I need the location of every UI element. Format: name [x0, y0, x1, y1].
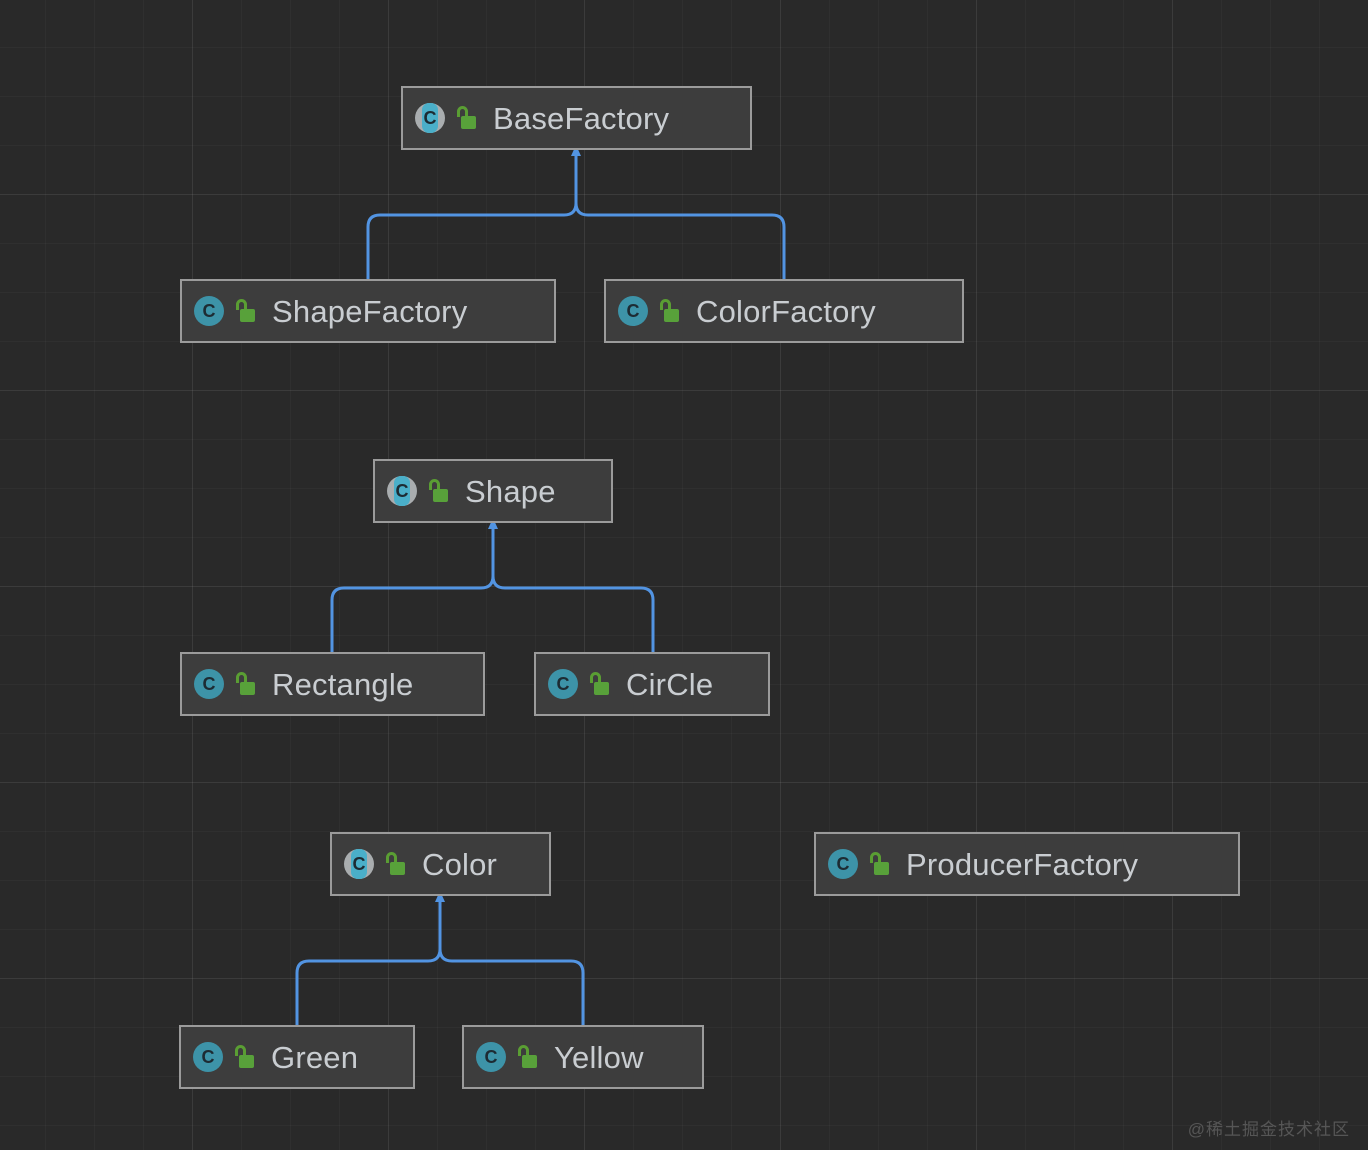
- unlock-icon-shackle: [235, 1045, 246, 1056]
- abstract-class-icon: C: [344, 849, 374, 879]
- unlock-icon-body: [522, 1055, 537, 1068]
- class-icon-letter: C: [836, 854, 850, 874]
- class-node-label: ProducerFactory: [906, 846, 1139, 882]
- class-icon-disc: [476, 1042, 506, 1072]
- class-node-label: Yellow: [554, 1039, 644, 1075]
- unlock-icon-body: [390, 862, 405, 875]
- class-icon-disc: [194, 296, 224, 326]
- class-icon-letter: C: [201, 1047, 215, 1067]
- class-node-label: CirCle: [626, 666, 714, 702]
- unlock-icon-body: [664, 309, 679, 322]
- edge-basefactory-group: [366, 145, 786, 279]
- unlock-icon: [516, 1044, 538, 1070]
- abstract-icon-inner: [394, 476, 410, 506]
- class-icon-disc: [618, 296, 648, 326]
- edge-rectangle-to-shape: [330, 565, 495, 652]
- watermark: @稀土掘金技术社区: [1187, 1120, 1350, 1139]
- class-icon: C: [618, 296, 648, 326]
- unlock-icon: [233, 1044, 255, 1070]
- unlock-icon-shackle: [590, 672, 601, 683]
- class-icon-letter: C: [626, 301, 640, 321]
- class-icon: C: [193, 1042, 223, 1072]
- class-node-producerfactory[interactable]: C ProducerFactory: [814, 832, 1240, 896]
- unlock-icon-body: [433, 489, 448, 502]
- unlock-icon-shackle: [660, 299, 671, 310]
- class-icon-letter: C: [352, 854, 366, 874]
- unlock-icon: [427, 478, 449, 504]
- unlock-icon: [588, 671, 610, 697]
- unlock-icon-body: [874, 862, 889, 875]
- class-node-shapefactory[interactable]: C ShapeFactory: [180, 279, 556, 343]
- class-node-yellow[interactable]: C Yellow: [462, 1025, 704, 1089]
- unlock-icon-body: [240, 309, 255, 322]
- unlock-icon-body: [461, 116, 476, 129]
- class-icon-letter: C: [202, 301, 216, 321]
- unlock-icon: [234, 298, 256, 324]
- class-icon-disc: [828, 849, 858, 879]
- class-icon: C: [828, 849, 858, 879]
- class-icon-letter: C: [202, 674, 216, 694]
- class-icon-letter: C: [423, 108, 437, 128]
- edge-yellow-to-color: [438, 938, 585, 1025]
- edge-color-group: [295, 891, 585, 1025]
- class-node-color[interactable]: C Color: [330, 832, 551, 896]
- edge-shape-group: [330, 518, 655, 652]
- unlock-icon-shackle: [457, 106, 468, 117]
- edge-shapefactory-to-basefactory: [366, 192, 578, 279]
- class-node-colorfactory[interactable]: C ColorFactory: [604, 279, 964, 343]
- class-node-green[interactable]: C Green: [179, 1025, 415, 1089]
- abstract-icon-inner: [422, 103, 438, 133]
- unlock-icon-body: [594, 682, 609, 695]
- unlock-icon-shackle: [236, 672, 247, 683]
- unlock-icon-shackle: [386, 852, 397, 863]
- class-node-basefactory[interactable]: C BaseFactory: [401, 86, 752, 150]
- class-icon-letter: C: [395, 481, 409, 501]
- unlock-icon-shackle: [429, 479, 440, 490]
- class-icon-disc: [193, 1042, 223, 1072]
- class-icon-letter: C: [484, 1047, 498, 1067]
- class-node-rectangle[interactable]: C Rectangle: [180, 652, 485, 716]
- edge-colorfactory-to-basefactory: [574, 192, 786, 279]
- abstract-icon-inner: [351, 849, 367, 879]
- unlock-icon-shackle: [518, 1045, 529, 1056]
- edge-green-to-color: [295, 938, 442, 1025]
- unlock-icon-body: [240, 682, 255, 695]
- class-node-label: Shape: [465, 473, 556, 509]
- class-icon-letter: C: [556, 674, 570, 694]
- unlock-icon: [455, 105, 477, 131]
- class-icon-disc: [194, 669, 224, 699]
- class-icon: C: [476, 1042, 506, 1072]
- abstract-class-icon: C: [387, 476, 417, 506]
- unlock-icon-shackle: [236, 299, 247, 310]
- class-node-label: ColorFactory: [696, 293, 876, 329]
- class-node-shape[interactable]: C Shape: [373, 459, 613, 523]
- class-node-circle[interactable]: C CirCle: [534, 652, 770, 716]
- unlock-icon: [658, 298, 680, 324]
- class-icon: C: [548, 669, 578, 699]
- class-node-label: ShapeFactory: [272, 293, 468, 329]
- class-node-label: Rectangle: [272, 666, 414, 702]
- unlock-icon: [868, 851, 890, 877]
- unlock-icon-shackle: [870, 852, 881, 863]
- edge-circle-to-shape: [491, 565, 655, 652]
- unlock-icon: [384, 851, 406, 877]
- abstract-class-icon: C: [415, 103, 445, 133]
- unlock-icon-body: [239, 1055, 254, 1068]
- class-node-label: Color: [422, 846, 498, 882]
- class-icon: C: [194, 669, 224, 699]
- unlock-icon: [234, 671, 256, 697]
- class-node-label: BaseFactory: [493, 100, 670, 136]
- class-node-label: Green: [271, 1039, 359, 1075]
- class-icon-disc: [548, 669, 578, 699]
- class-icon: C: [194, 296, 224, 326]
